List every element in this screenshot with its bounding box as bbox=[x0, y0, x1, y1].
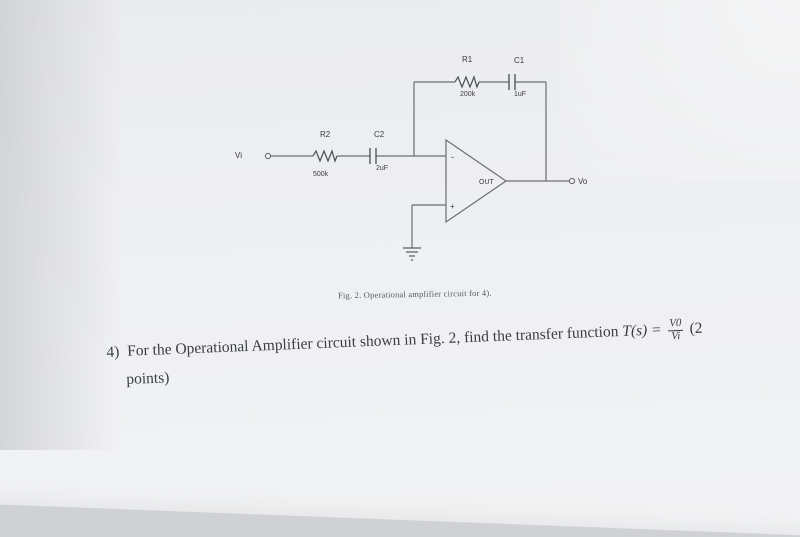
transfer-function-fraction: V0 Vi bbox=[668, 316, 683, 343]
input-voltage-label: Vi bbox=[235, 151, 242, 160]
r1-resistor bbox=[454, 75, 480, 89]
c1-value-label: 1uF bbox=[514, 91, 526, 98]
opamp-plus-sign: + bbox=[450, 202, 455, 211]
opamp-minus-sign: - bbox=[451, 152, 454, 162]
c2-capacitor bbox=[369, 148, 377, 164]
c1-capacitor bbox=[508, 74, 516, 90]
r1-value-label: 200k bbox=[460, 91, 476, 98]
r2-resistor bbox=[312, 149, 338, 163]
r1-name-label: R1 bbox=[462, 55, 473, 64]
opamp-circuit-diagram: R1 200k C1 1uF R2 500k C2 2uF Vi Vo OUT … bbox=[235, 55, 588, 261]
fraction-numerator: V0 bbox=[668, 316, 683, 331]
light-reflection bbox=[560, 0, 800, 180]
c1-name-label: C1 bbox=[514, 56, 525, 65]
page-edge-shadow bbox=[0, 0, 120, 450]
points-open: (2 bbox=[689, 319, 703, 338]
output-voltage-label: Vo bbox=[578, 177, 588, 186]
r2-value-label: 500k bbox=[313, 171, 329, 178]
c2-name-label: C2 bbox=[374, 130, 385, 139]
points-line: points) bbox=[126, 369, 170, 388]
r2-name-label: R2 bbox=[320, 130, 331, 139]
transfer-function-label: T(s) = bbox=[621, 321, 662, 340]
output-terminal bbox=[568, 177, 576, 185]
c2-value-label: 2uF bbox=[376, 165, 388, 172]
opamp-triangle bbox=[445, 138, 508, 224]
opamp-out-label: OUT bbox=[479, 179, 495, 186]
circuit-wires bbox=[270, 81, 570, 248]
fraction-denominator: Vi bbox=[671, 329, 681, 342]
question-number: 4) bbox=[106, 343, 120, 361]
input-terminal bbox=[264, 152, 272, 160]
ground-symbol bbox=[403, 247, 421, 261]
